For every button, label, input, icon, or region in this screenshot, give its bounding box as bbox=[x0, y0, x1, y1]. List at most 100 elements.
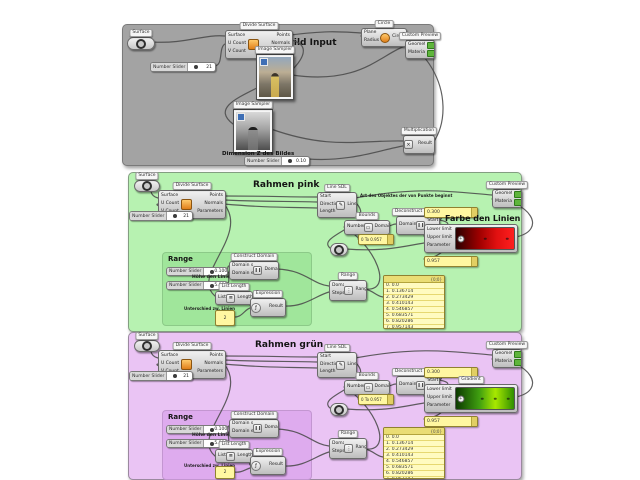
port-label[interactable]: Domain bbox=[399, 382, 417, 388]
port-label[interactable]: Length bbox=[237, 294, 252, 300]
gradient-handle[interactable] bbox=[494, 397, 497, 400]
port-label[interactable]: Material bbox=[495, 358, 512, 364]
image-sampler-gray-node[interactable]: Image Sampler bbox=[232, 101, 274, 153]
slider-knob[interactable] bbox=[194, 65, 199, 69]
bounds-node[interactable]: Bounds Numbers ▭ Domain bbox=[344, 372, 390, 395]
gradient-handle[interactable] bbox=[506, 397, 510, 400]
port-label[interactable]: Domain end bbox=[232, 428, 254, 434]
gradient-handle[interactable] bbox=[480, 397, 484, 400]
port-label[interactable]: Start bbox=[320, 354, 331, 360]
multiplication-node[interactable]: Multiplication × Result bbox=[400, 127, 438, 154]
port-label[interactable]: Length bbox=[320, 368, 336, 374]
port-label[interactable]: List bbox=[218, 452, 226, 458]
surface-param-node[interactable]: Surface bbox=[127, 29, 155, 50]
port-label[interactable]: Domain bbox=[399, 222, 417, 228]
value-panel[interactable]: 0.957 bbox=[424, 416, 478, 427]
list-length-node[interactable]: List Length List ≣ Length bbox=[215, 441, 253, 463]
port-label[interactable]: Length bbox=[237, 452, 252, 458]
port-label[interactable]: Range bbox=[355, 287, 366, 293]
port-label[interactable]: Start bbox=[320, 194, 331, 200]
port-label[interactable]: Points bbox=[276, 33, 290, 39]
port-label[interactable]: List bbox=[218, 294, 226, 300]
port-label[interactable]: Surface bbox=[161, 193, 179, 199]
domain-panel[interactable]: 0 To 0.957 bbox=[358, 394, 394, 405]
list-panel[interactable]: {0;0} 0. 0.0 1. 0.136714 2. 0.273429 3. … bbox=[383, 427, 445, 479]
gradient-handle[interactable]: + bbox=[457, 235, 465, 242]
port-label[interactable]: Domain bbox=[374, 224, 389, 230]
port-label[interactable]: Result bbox=[418, 141, 432, 147]
construct-domain-node[interactable]: Construct Domain Domain start Domain end… bbox=[229, 253, 279, 280]
port-label[interactable]: Domain end bbox=[232, 270, 254, 276]
slider-knob[interactable] bbox=[173, 374, 178, 378]
port-label[interactable]: Upper limit bbox=[427, 235, 452, 241]
port-label[interactable]: Numbers bbox=[347, 224, 364, 230]
port-label[interactable]: Numbers bbox=[347, 384, 364, 390]
gradient-bar-red[interactable]: + bbox=[455, 226, 515, 251]
port-label[interactable]: Points bbox=[209, 353, 223, 359]
port-label[interactable]: Domain start bbox=[232, 421, 254, 427]
number-slider[interactable]: Number Slider 21 bbox=[129, 371, 193, 381]
port-label[interactable]: Domain bbox=[264, 425, 278, 431]
expression-node[interactable]: Expression ƒ Result bbox=[250, 290, 286, 317]
port-label[interactable]: Result bbox=[269, 304, 283, 310]
port-label[interactable]: Geometry bbox=[495, 351, 512, 357]
port-label[interactable]: Plane bbox=[364, 30, 377, 36]
custom-preview-node[interactable]: Custom Preview Geometry Material bbox=[485, 181, 529, 208]
port-label[interactable]: Parameter bbox=[427, 403, 451, 409]
number-slider[interactable]: Number Slider 21 bbox=[150, 62, 216, 72]
custom-preview-node[interactable]: Custom Preview Geometry Material bbox=[485, 341, 529, 368]
port-label[interactable]: Range bbox=[355, 445, 366, 451]
port-label[interactable]: Normals bbox=[204, 201, 223, 207]
port-label[interactable]: U Count bbox=[161, 361, 180, 367]
port-label[interactable]: Line bbox=[347, 361, 356, 367]
list-panel[interactable]: {0;0} 0. 0.0 1. 0.136714 2. 0.273429 3. … bbox=[383, 275, 445, 329]
slider-knob[interactable] bbox=[288, 159, 293, 163]
gradient-handle[interactable] bbox=[483, 237, 487, 240]
port-label[interactable]: Surface bbox=[161, 353, 179, 359]
note-panel[interactable]: 2 bbox=[215, 310, 235, 326]
port-label[interactable]: Steps bbox=[332, 291, 345, 297]
port-label[interactable]: Normals bbox=[204, 361, 223, 367]
bounds-node[interactable]: Bounds Numbers ▭ Domain bbox=[344, 212, 390, 235]
port-label[interactable]: Domain bbox=[264, 267, 278, 273]
slider-knob[interactable] bbox=[173, 214, 178, 218]
number-slider[interactable]: Number Slider 21 bbox=[129, 211, 193, 221]
port-label[interactable]: Steps bbox=[332, 449, 345, 455]
port-label[interactable]: Parameters bbox=[197, 369, 223, 375]
gradient-node-red[interactable]: Lower limit Upper limit Parameter + bbox=[424, 224, 518, 253]
port-label[interactable]: Points bbox=[209, 193, 223, 199]
port-label[interactable]: Geometry bbox=[495, 191, 512, 197]
gradient-bar-green[interactable]: + bbox=[455, 386, 515, 411]
port-label[interactable]: Length bbox=[320, 208, 336, 214]
expression-node[interactable]: Expression ƒ Result bbox=[250, 448, 286, 475]
value-panel[interactable]: 0.957 bbox=[424, 256, 478, 267]
port-label[interactable]: Domain start bbox=[232, 263, 254, 269]
domain-panel[interactable]: 0 To 0.957 bbox=[358, 234, 394, 245]
port-label[interactable]: Domain bbox=[332, 282, 344, 288]
port-label[interactable]: Result bbox=[269, 462, 283, 468]
number-slider[interactable]: Number Slider 0.10 bbox=[244, 156, 310, 166]
port-label[interactable]: Direction bbox=[320, 361, 336, 367]
relay-node[interactable] bbox=[330, 243, 348, 256]
port-label[interactable]: Normals bbox=[271, 41, 290, 47]
relay-node[interactable] bbox=[330, 403, 348, 416]
gradient-handle[interactable] bbox=[505, 237, 509, 240]
port-label[interactable]: Lower limit bbox=[427, 227, 452, 233]
surface-param-node[interactable]: Surface bbox=[134, 332, 160, 352]
list-length-node[interactable]: List Length List ≣ Length bbox=[215, 283, 253, 305]
port-label[interactable]: U Count bbox=[161, 201, 180, 207]
line-sdl-node[interactable]: Line SDL Start Direction Length ✎ Line bbox=[317, 344, 357, 378]
port-label[interactable]: Lower limit bbox=[427, 387, 452, 393]
surface-param-node[interactable]: Surface bbox=[134, 172, 160, 192]
note-panel[interactable]: 2 bbox=[215, 466, 235, 479]
port-label[interactable]: V Count bbox=[228, 49, 246, 55]
port-label[interactable]: Surface bbox=[228, 33, 246, 39]
range-node[interactable]: Range Domain Steps ⋮ Range bbox=[329, 272, 367, 301]
port-label[interactable]: Domain bbox=[374, 384, 389, 390]
line-sdl-node[interactable]: Line SDL Start Direction Length ✎ Line bbox=[317, 184, 357, 218]
port-label[interactable]: Upper limit bbox=[427, 395, 452, 401]
port-label[interactable]: Material bbox=[408, 49, 425, 55]
port-label[interactable]: Parameters bbox=[197, 209, 223, 215]
port-label[interactable]: Parameter bbox=[427, 243, 451, 249]
